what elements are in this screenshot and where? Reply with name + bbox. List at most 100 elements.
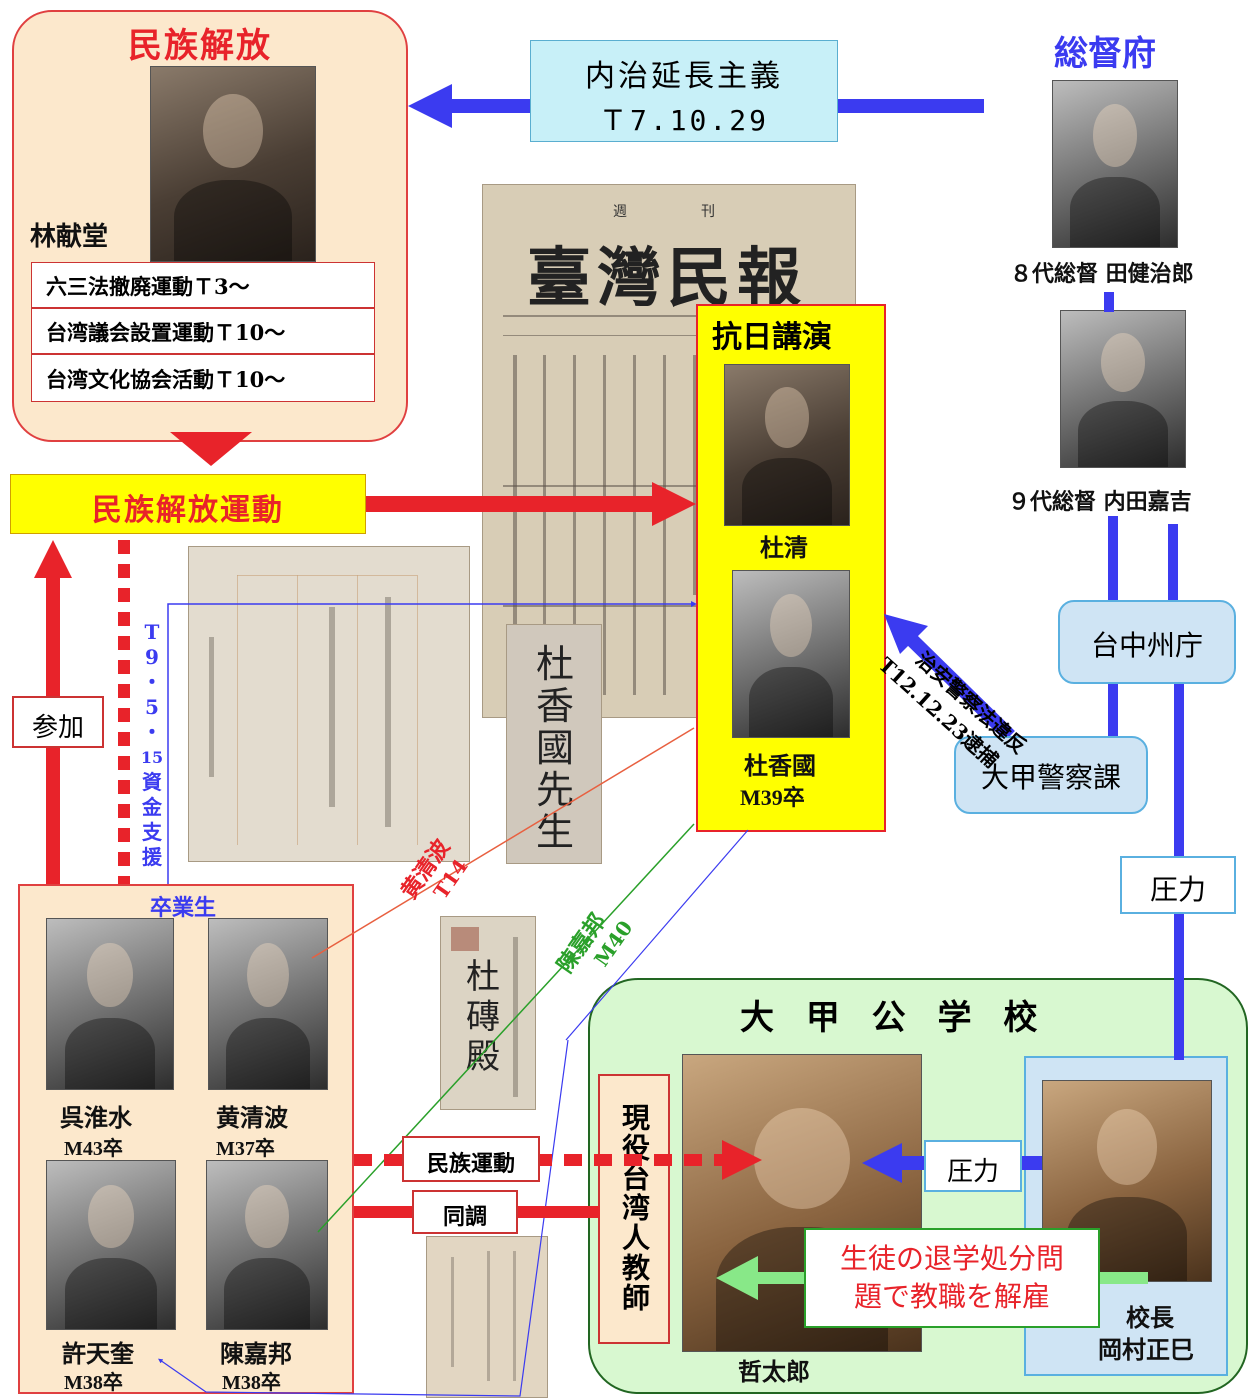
du-xiangguo-photo bbox=[732, 570, 850, 738]
item-text: 台湾文化協会活動Ｔ10〜 bbox=[46, 367, 286, 392]
movement-arrow-shaft bbox=[366, 496, 656, 512]
du-qing-name: 杜清 bbox=[760, 533, 808, 562]
docho-box: 同調 bbox=[412, 1190, 518, 1234]
taichu-to-police-line bbox=[1108, 684, 1118, 738]
governor-9-photo bbox=[1060, 310, 1186, 468]
graduates-title: 卒業生 bbox=[150, 895, 217, 921]
dismissal-label: 生徒の退学処分問題で教職を解雇 bbox=[839, 1242, 1064, 1313]
funding-char: 金 bbox=[142, 795, 162, 819]
policy-arrow-tail bbox=[838, 99, 984, 113]
graduate-huang-name: 黄清波 bbox=[216, 1103, 288, 1132]
principal-pressure-box: 圧力 bbox=[924, 1140, 1022, 1192]
funding-char: 支 bbox=[142, 820, 162, 844]
graduate-wu-grad: M43卒 bbox=[64, 1138, 123, 1160]
graduate-xu-grad: M38卒 bbox=[64, 1372, 123, 1394]
du-xiangguo-grad: M39卒 bbox=[740, 785, 805, 810]
item-text: 台湾議会設置運動Ｔ10〜 bbox=[46, 320, 286, 345]
principal-role: 校長 bbox=[1126, 1303, 1174, 1332]
funding-char: 5 bbox=[145, 695, 159, 719]
pressure-label: 圧力 bbox=[1149, 873, 1206, 906]
teacher-box: 現役台湾人教師 bbox=[598, 1074, 670, 1344]
movement-arrow-head bbox=[652, 482, 696, 526]
envelope2-char: 杜 bbox=[466, 957, 500, 997]
governor-title: 総督府 bbox=[1054, 34, 1156, 74]
graduate-xu-photo bbox=[46, 1160, 176, 1330]
envelope2-char: 磚 bbox=[466, 997, 500, 1037]
policy-arrow-head bbox=[408, 84, 452, 128]
funding-char: 資 bbox=[142, 770, 162, 794]
policy-line1: 内治延長主義 bbox=[585, 59, 783, 94]
funding-blue-line bbox=[167, 601, 697, 884]
policy-line2: Ｔ7.10.29 bbox=[598, 104, 769, 137]
join-arrow-head bbox=[34, 540, 72, 578]
envelope1-char: 杜 bbox=[535, 642, 574, 686]
funding-char: 援 bbox=[142, 845, 162, 869]
envelope1-char: 香 bbox=[535, 684, 574, 728]
funding-char: ・ bbox=[142, 720, 162, 744]
lin-xiantang-photo bbox=[150, 66, 316, 262]
chen-green-line bbox=[317, 823, 695, 1233]
funding-char: ・ bbox=[142, 670, 162, 694]
lecture-title: 抗日講演 bbox=[712, 320, 832, 355]
du-xiangguo-name: 杜香國 bbox=[744, 751, 816, 780]
envelope1-char: 生 bbox=[535, 810, 574, 854]
graduate-huang-grad: M37卒 bbox=[216, 1138, 275, 1160]
funding-text: T 9 ・ 5 ・ 15 資 金 支 援 bbox=[138, 620, 166, 870]
policy-arrow-shaft bbox=[450, 99, 530, 113]
funding-char: 9 bbox=[145, 645, 159, 669]
teacher-label: 現役台湾人教師 bbox=[618, 1103, 651, 1313]
envelope-du-xiangguo: 杜 香 國 先 生 bbox=[506, 624, 602, 864]
newspaper-title: 臺灣民報 bbox=[527, 241, 807, 316]
movement-bar: 民族解放運動 bbox=[10, 474, 366, 534]
governor-8-photo bbox=[1052, 80, 1178, 248]
teacher-blue-line bbox=[565, 829, 749, 1041]
graduate-chen-photo bbox=[206, 1160, 328, 1330]
governor-9-name: ９代総督 内田嘉吉 bbox=[1008, 489, 1192, 515]
huang-red-line bbox=[311, 727, 695, 959]
funding-char: T bbox=[144, 620, 160, 644]
principal-photo bbox=[1042, 1080, 1212, 1282]
principal-pressure-head bbox=[862, 1143, 902, 1183]
envelope2-char: 殿 bbox=[466, 1037, 500, 1077]
liberation-down-arrow bbox=[170, 432, 252, 466]
taichu-label: 台中州庁 bbox=[1090, 629, 1203, 662]
lin-xiantang-name: 林献堂 bbox=[30, 222, 109, 252]
liberation-item-2: 台湾議会設置運動Ｔ10〜 bbox=[31, 308, 375, 354]
principal-pressure-label: 圧力 bbox=[946, 1157, 999, 1187]
minzoku-arrow-head bbox=[722, 1140, 762, 1180]
dismissal-arrow-head bbox=[716, 1256, 758, 1300]
newspaper-label: 週 刊 bbox=[613, 204, 745, 220]
movement-label: 民族解放運動 bbox=[92, 493, 284, 528]
governor-8-name: ８代総督 田健治郎 bbox=[1010, 261, 1194, 287]
graduate-wu-photo bbox=[46, 918, 174, 1090]
governor-link-3 bbox=[1168, 524, 1178, 604]
policy-box: 内治延長主義 Ｔ7.10.29 bbox=[530, 40, 838, 142]
letter-document bbox=[188, 546, 470, 862]
police-box: 大甲警察課 bbox=[954, 736, 1148, 814]
governor-link-1 bbox=[1104, 292, 1114, 312]
school-title: 大 甲 公 学 校 bbox=[740, 998, 1048, 1038]
graduate-huang-photo bbox=[208, 918, 328, 1090]
du-qing-photo bbox=[724, 364, 850, 526]
arrest-arrow-shaft bbox=[907, 634, 1015, 742]
principal-name: 岡村正巳 bbox=[1098, 1335, 1194, 1364]
taichu-box: 台中州庁 bbox=[1058, 600, 1236, 684]
graduate-xu-name: 許天奎 bbox=[62, 1339, 134, 1368]
envelope1-char: 國 bbox=[535, 726, 574, 770]
arrest-arrow-head bbox=[884, 614, 928, 654]
liberation-item-1: 六三法撤廃運動Ｔ3〜 bbox=[31, 262, 375, 308]
item-text: 六三法撤廃運動Ｔ3〜 bbox=[46, 274, 250, 299]
liberation-item-3: 台湾文化協会活動Ｔ10〜 bbox=[31, 354, 375, 402]
join-label: 参加 bbox=[31, 713, 84, 743]
minzoku-undo-box: 民族運動 bbox=[402, 1136, 540, 1182]
graduate-chen-name: 陳嘉邦 bbox=[220, 1339, 292, 1368]
tetsutaro-name: 哲太郎 bbox=[738, 1357, 810, 1386]
police-label: 大甲警察課 bbox=[980, 761, 1121, 794]
docho-label: 同調 bbox=[442, 1204, 487, 1230]
graduate-chen-grad: M38卒 bbox=[222, 1372, 281, 1394]
dismissal-box: 生徒の退学処分問題で教職を解雇 bbox=[804, 1228, 1100, 1328]
liberation-title: 民族解放 bbox=[128, 26, 272, 66]
minzoku-undo-label: 民族運動 bbox=[426, 1151, 515, 1177]
governor-link-2 bbox=[1108, 516, 1118, 604]
pressure-box: 圧力 bbox=[1120, 856, 1236, 914]
